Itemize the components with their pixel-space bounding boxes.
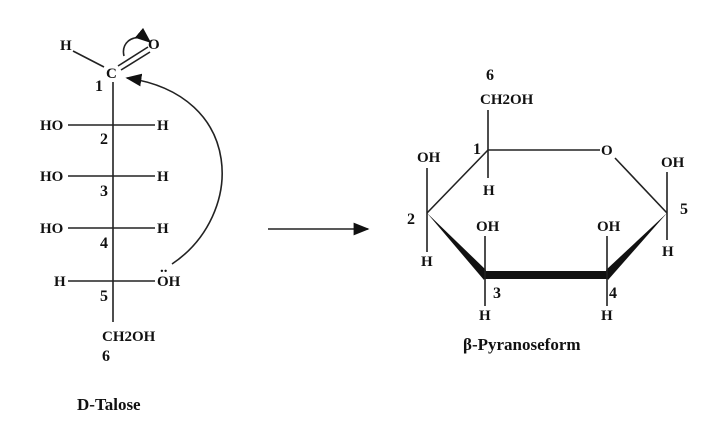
row3-left: HO xyxy=(40,169,63,185)
c2-oh: OH xyxy=(417,150,441,166)
double-bond-1 xyxy=(117,46,149,67)
row4-right: H xyxy=(157,221,169,237)
d-talose-caption: D-Talose xyxy=(77,395,141,414)
c5-h: H xyxy=(662,244,674,260)
pyranose-caption: β-Pyranoseform xyxy=(463,335,581,354)
c5-number: 5 xyxy=(680,201,688,218)
lone-pair: .. xyxy=(160,260,168,276)
c1-number: 1 xyxy=(473,141,481,158)
c6-number: 6 xyxy=(486,67,494,84)
c4-oh: OH xyxy=(597,219,621,235)
carbon-number-3: 3 xyxy=(100,183,108,200)
row5-right: OH xyxy=(157,274,181,290)
carbon-number-4: 4 xyxy=(100,235,108,252)
wedge-c2-c3 xyxy=(427,213,486,280)
curved-arrow-small-icon xyxy=(122,27,152,57)
fischer-projection: H O C 1 HO H 2 HO H 3 HO H 4 H OH .. 5 C… xyxy=(40,27,223,414)
double-bond-2 xyxy=(120,51,151,71)
c1-h: H xyxy=(483,183,495,199)
wedge-c4-c5 xyxy=(606,213,667,280)
carbon-number-1: 1 xyxy=(95,78,103,95)
aldehyde-h: H xyxy=(60,38,72,54)
ring-oxygen: O xyxy=(601,143,613,159)
row2-right: H xyxy=(157,118,169,134)
aldehyde-o: O xyxy=(148,37,160,53)
c6-group: CH2OH xyxy=(480,92,534,108)
curved-arrow-attack-icon xyxy=(125,73,223,265)
c2-h: H xyxy=(421,254,433,270)
row4-left: HO xyxy=(40,221,63,237)
c3-number: 3 xyxy=(493,285,501,302)
bond-h-c1 xyxy=(72,50,105,68)
c5-oh: OH xyxy=(661,155,685,171)
ring-bond-o-c5 xyxy=(614,157,668,214)
c4-h: H xyxy=(601,308,613,324)
c3-h: H xyxy=(479,308,491,324)
ring-bond-c1-c2 xyxy=(426,149,489,214)
c2-number: 2 xyxy=(407,211,415,228)
aldehyde-c: C xyxy=(106,66,117,82)
haworth-projection: 6 CH2OH 1 H O OH 2 H OH 3 H OH 4 H OH 5 … xyxy=(407,67,688,354)
row5-left: H xyxy=(54,274,66,290)
bold-bond-c3-c4 xyxy=(484,271,608,279)
c4-number: 4 xyxy=(609,285,617,302)
ch2oh-group: CH2OH xyxy=(102,329,156,345)
row2-left: HO xyxy=(40,118,63,134)
c3-oh: OH xyxy=(476,219,500,235)
carbon-number-5: 5 xyxy=(100,288,108,305)
carbon-number-6: 6 xyxy=(102,348,110,365)
row3-right: H xyxy=(157,169,169,185)
carbon-number-2: 2 xyxy=(100,131,108,148)
